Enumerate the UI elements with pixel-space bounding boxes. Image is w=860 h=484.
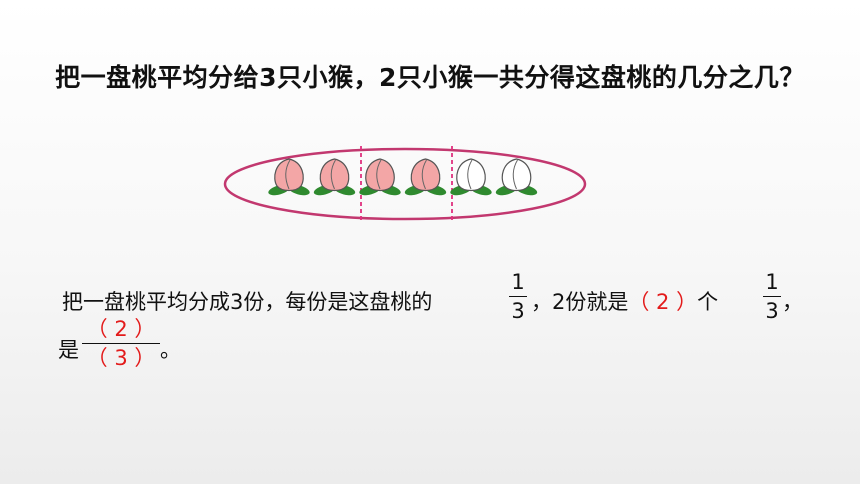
answer-fraction-bar — [82, 343, 160, 344]
peach-body — [274, 158, 304, 192]
peach-body — [456, 158, 486, 192]
fraction-bar — [763, 296, 781, 297]
peach-pink — [268, 158, 310, 196]
sentence-period: 。 — [160, 338, 181, 362]
peach-white — [450, 158, 492, 196]
sentence-line-1: 把一盘桃平均分成3份，每份是这盘桃的 — [62, 286, 432, 316]
peach-crease — [512, 159, 518, 190]
fraction-numerator: 1 — [511, 270, 525, 294]
peach-body — [501, 158, 532, 192]
sentence-line-1b: ，2份就是（ 2 ）个 — [531, 286, 718, 316]
peach-white — [495, 158, 538, 196]
fraction-one-third-a: 1 3 — [509, 270, 527, 323]
peach-crease — [421, 159, 427, 190]
peach-pink — [359, 158, 401, 196]
sentence-part-3: 个 — [697, 290, 719, 314]
peach-crease — [467, 159, 473, 190]
fraction-denominator: 3 — [511, 299, 525, 323]
fraction-denominator: 3 — [765, 299, 779, 323]
plate-outline — [223, 147, 587, 221]
peach-body — [410, 158, 441, 192]
sentence-part-1: 把一盘桃平均分成3份，每份是这盘桃的 — [62, 290, 433, 314]
sentence-part-2: ，2份就是 — [531, 290, 629, 314]
sentence-line-2-prefix: 是 — [58, 338, 79, 362]
answer-numerator: （ 2 ） — [86, 317, 156, 341]
sentence-comma: ， — [782, 290, 803, 314]
answer-blank-count: （ 2 ） — [628, 290, 698, 314]
peach-plate-figure — [223, 146, 587, 221]
peach-crease — [330, 159, 336, 190]
question-title: 把一盘桃平均分给3只小猴，2只小猴一共分得这盘桃的几分之几？ — [55, 63, 805, 92]
peach-body — [365, 158, 395, 192]
peach-pink — [313, 158, 356, 196]
fraction-one-third-b: 1 3 — [763, 270, 781, 323]
fraction-bar — [509, 296, 527, 297]
peach-crease — [376, 159, 382, 190]
peach-crease — [285, 159, 291, 190]
peach-pink — [404, 158, 447, 196]
answer-denominator: （ 3 ） — [86, 346, 156, 370]
fraction-numerator: 1 — [765, 270, 779, 294]
peach-body — [319, 158, 350, 192]
answer-fraction: （ 2 ） （ 3 ） — [82, 317, 160, 370]
